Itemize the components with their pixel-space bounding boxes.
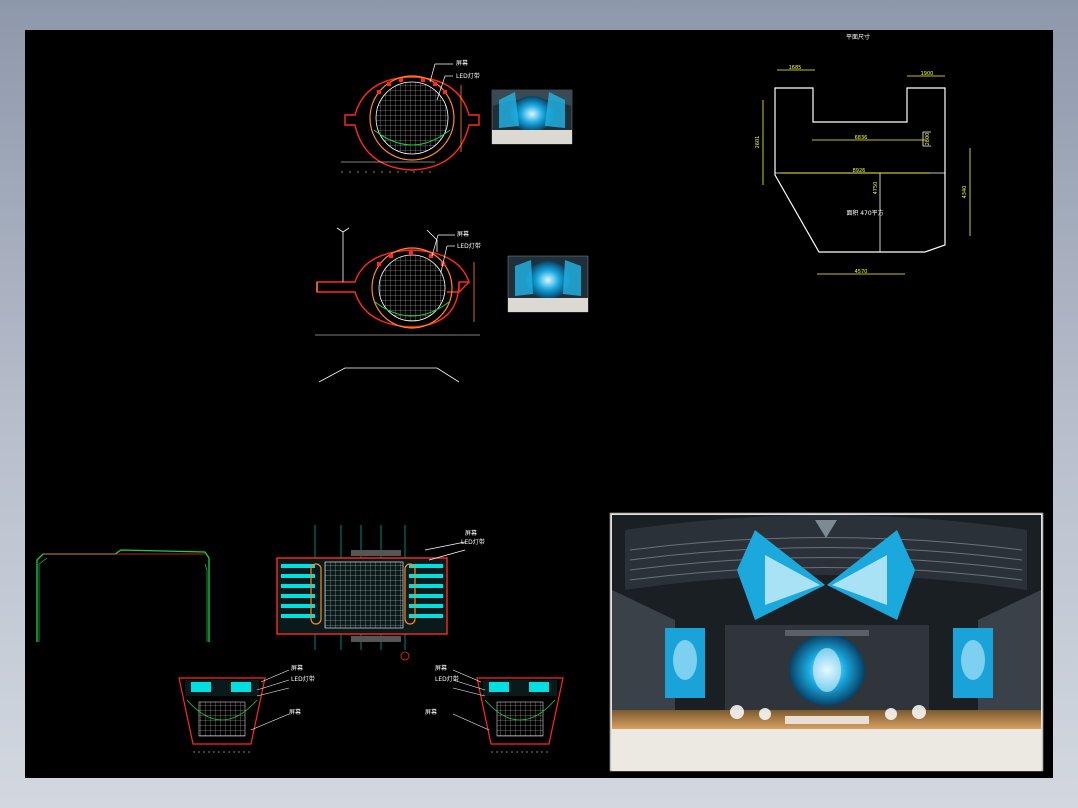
callout-screen-4: 屏幕 (291, 664, 303, 672)
dim-bottom-width: 4570 (855, 269, 868, 275)
callout-screen-5: 屏幕 (289, 708, 301, 716)
callout-led-6: LED灯带 (435, 675, 459, 683)
plan-area-label: 面积 470平方 (846, 209, 883, 217)
interior-render-photo (609, 512, 1044, 772)
render-thumbnail-1 (491, 89, 573, 145)
callout-led-3: LED灯带 (461, 538, 485, 546)
section-profile (36, 549, 210, 642)
callout-screen-2: 屏幕 (457, 230, 469, 238)
dim-top-left: 1685 (789, 65, 802, 71)
callout-led-2: LED灯带 (457, 242, 481, 250)
dim-left-height: 2601 (755, 136, 761, 149)
plan-title: 平面尺寸 (846, 33, 870, 41)
callout-screen-3: 屏幕 (465, 529, 477, 537)
dim-right-height: 4340 (962, 186, 968, 199)
dim-notch: 2800 (925, 133, 931, 146)
cad-drawing-sheet: 屏幕 LED灯带 屏幕 LED灯带 (25, 30, 1053, 778)
callout-screen-6: 屏幕 (435, 664, 447, 672)
render-thumbnail-2 (507, 255, 589, 313)
dim-mid-width: 8926 (853, 168, 866, 174)
elevation-view-1 (341, 63, 480, 173)
elevation-view-2 (315, 227, 480, 383)
side-elevation-right (452, 669, 564, 753)
callout-led-4: LED灯带 (291, 675, 315, 683)
side-elevation-left (178, 669, 290, 753)
callout-screen-7: 屏幕 (425, 708, 437, 716)
callout-screen-1: 屏幕 (456, 59, 468, 67)
floor-plan (762, 69, 971, 275)
dim-center-height: 4750 (873, 182, 879, 195)
dim-inner-width: 6836 (855, 135, 868, 141)
cad-canvas: 屏幕 LED灯带 屏幕 LED灯带 (36, 33, 1044, 772)
dim-top-right: 1900 (921, 71, 934, 77)
callout-led-1: LED灯带 (456, 72, 480, 80)
ceiling-plan (276, 525, 466, 661)
